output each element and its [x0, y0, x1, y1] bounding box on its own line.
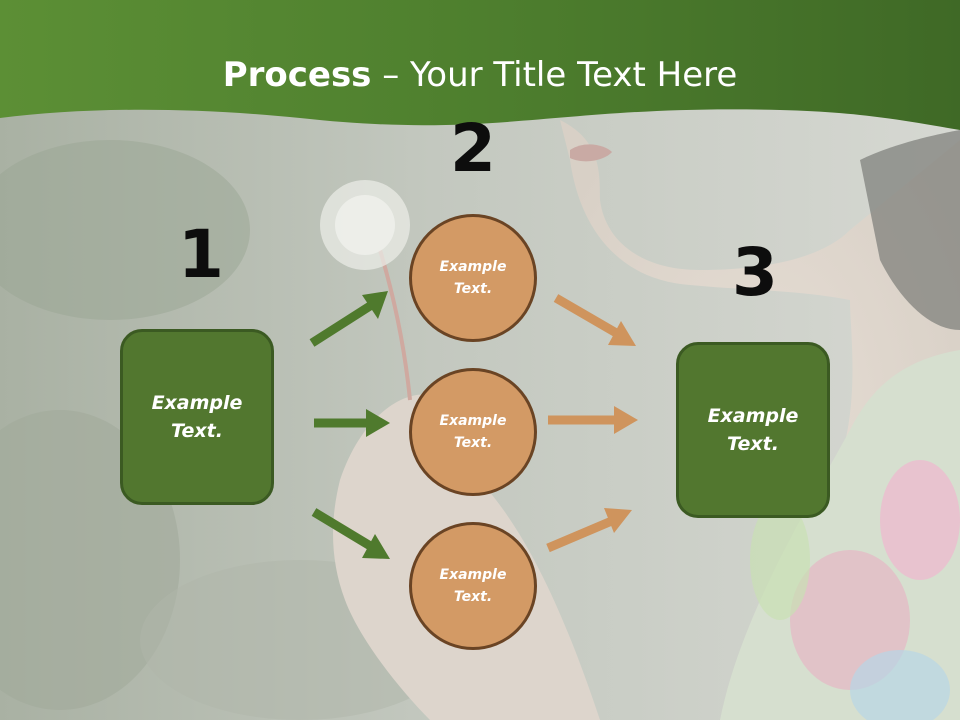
step-number-3: 3	[732, 234, 778, 311]
left-text-box-label: Example Text.	[151, 391, 243, 443]
left-text-box[interactable]: Example Text.	[120, 329, 274, 505]
step-number-2: 2	[450, 110, 496, 187]
title-rest: – Your Title Text Here	[371, 55, 738, 95]
circle-top-label: Example Text.	[439, 258, 507, 297]
circle-middle-label: Example Text.	[439, 412, 507, 451]
circle-bottom-label: Example Text.	[439, 566, 507, 605]
right-text-box[interactable]: Example Text.	[676, 342, 830, 518]
circle-middle[interactable]: Example Text.	[409, 368, 537, 496]
page-title: Process – Your Title Text Here	[0, 55, 960, 95]
circle-top[interactable]: Example Text.	[409, 214, 537, 342]
title-bold: Process	[222, 55, 372, 95]
circle-bottom[interactable]: Example Text.	[409, 522, 537, 650]
step-number-1: 1	[178, 216, 224, 293]
right-text-box-label: Example Text.	[707, 404, 799, 456]
